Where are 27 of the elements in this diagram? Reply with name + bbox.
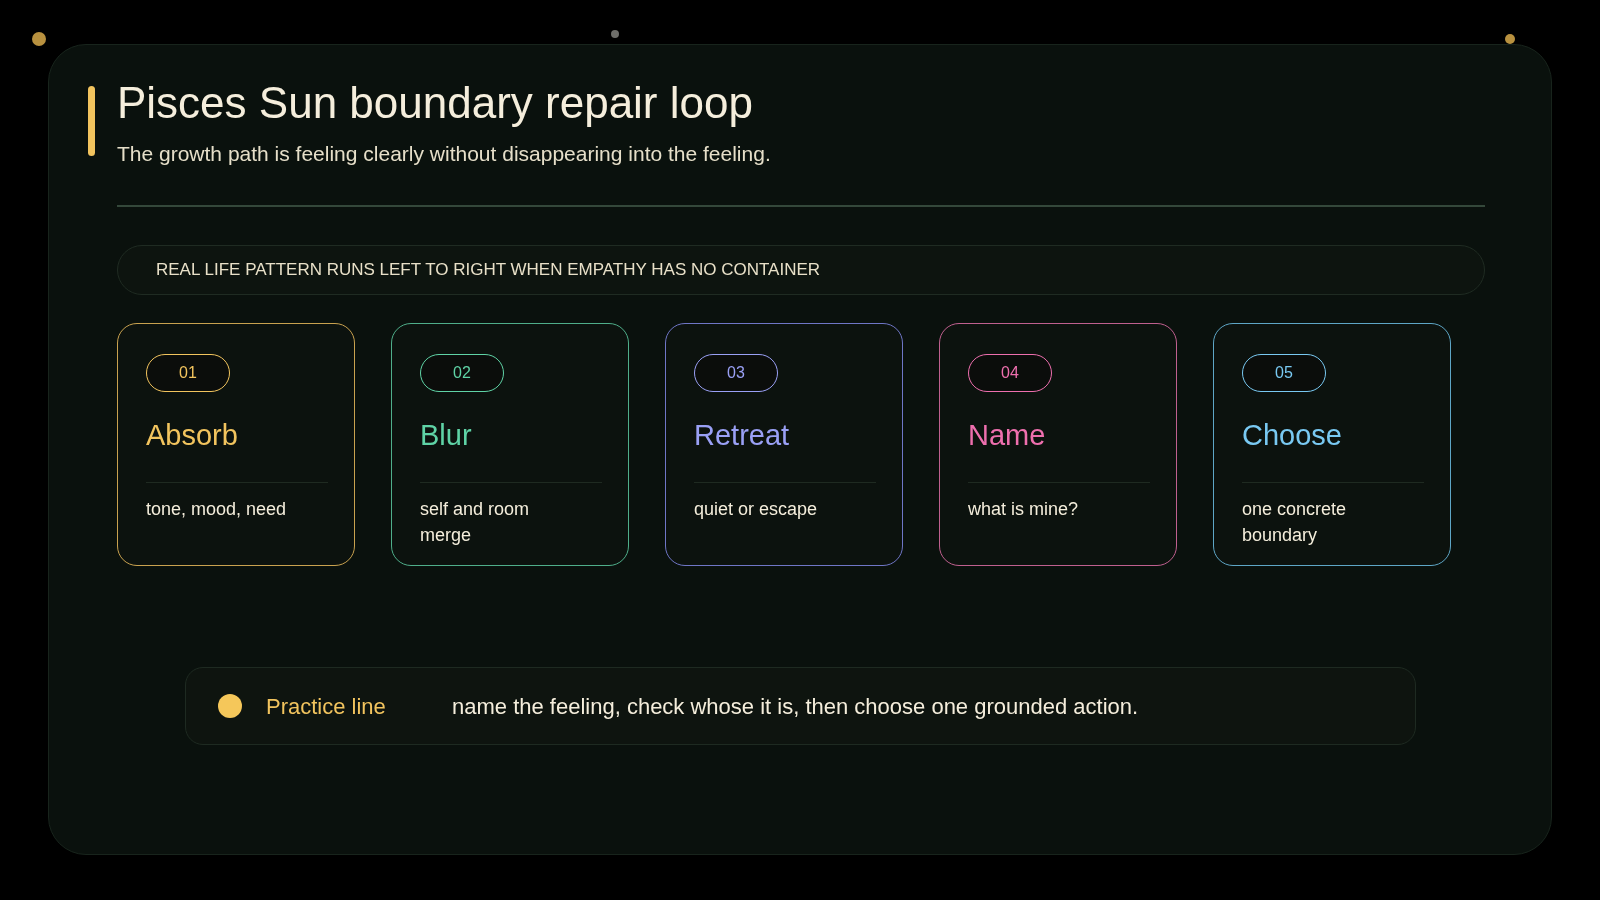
practice-panel — [185, 667, 1416, 745]
step-title: Choose — [1242, 418, 1342, 453]
banner-text: REAL LIFE PATTERN RUNS LEFT TO RIGHT WHEN EMPATHY HAS NO CONTAINER — [156, 260, 821, 280]
step-card — [665, 323, 903, 566]
practice-label: Practice line — [266, 694, 386, 720]
practice-text: name the feeling, check whose it is, then choose one grounded action. — [452, 694, 1139, 720]
step-description: tone, mood, need — [146, 498, 288, 521]
step-description: quiet or escape — [694, 498, 819, 521]
step-number-badge: 01 — [146, 354, 230, 392]
step-title: Absorb — [146, 418, 238, 453]
step-description: what is mine? — [968, 498, 1080, 521]
step-description: one concrete boundary — [1242, 498, 1348, 547]
step-number-badge: 04 — [968, 354, 1052, 392]
step-title: Blur — [420, 418, 472, 453]
step-card — [939, 323, 1177, 566]
step-number-badge: 05 — [1242, 354, 1326, 392]
step-card — [117, 323, 355, 566]
step-card — [1213, 323, 1451, 566]
step-number-badge: 02 — [420, 354, 504, 392]
step-title: Name — [968, 418, 1046, 453]
pattern-banner — [117, 245, 1485, 295]
slide-subtitle: The growth path is feeling clearly without disappearing into the feeling. — [117, 141, 771, 167]
slide-title: Pisces Sun boundary repair loop — [117, 78, 753, 129]
step-title: Retreat — [694, 418, 790, 453]
step-description: self and room merge — [420, 498, 531, 547]
step-card — [391, 323, 629, 566]
step-number-badge: 03 — [694, 354, 778, 392]
